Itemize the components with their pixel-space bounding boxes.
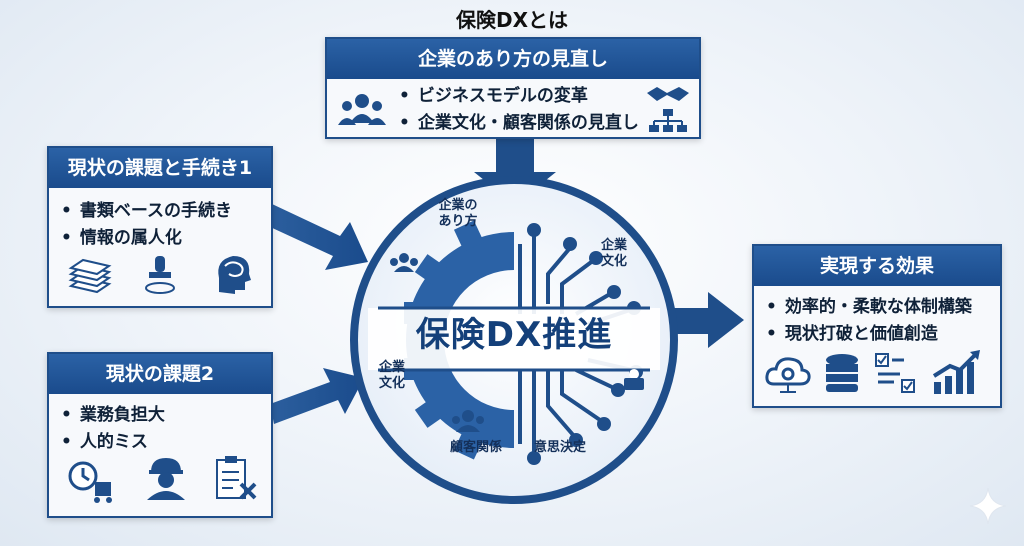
- page-title: 保険DXとは: [455, 8, 569, 32]
- center-title: 保険DX推進: [415, 315, 613, 355]
- checklist-error-icon: [216, 456, 257, 500]
- ring-label-bottom-left: 顧客関係: [449, 440, 502, 455]
- top-box-item: 企業文化・顧客関係の見直し: [399, 110, 639, 137]
- left-box-2: 現状の課題2 業務負担大 人的ミス: [47, 352, 273, 518]
- ring-label-bottom-right: 意思決定: [533, 440, 586, 455]
- right-box: 実現する効果 効率的・柔軟な体制構築 現状打破と価値創造: [752, 244, 1002, 408]
- clock-workload-icon: [68, 461, 112, 503]
- ring-customer-icon: [452, 410, 484, 432]
- left-box-1-item: 書類ベースの手続き: [61, 198, 232, 225]
- ring-people-icon: [390, 253, 418, 272]
- right-box-item: 現状打破と価値創造: [766, 321, 972, 348]
- people-group-icon: [338, 94, 386, 125]
- workflow-icon: [875, 353, 915, 393]
- org-chart-icon: [649, 109, 687, 132]
- left-box-1: 現状の課題と手続き1 書類ベースの手続き 情報の属人化: [47, 146, 273, 308]
- left-box-2-item: 業務負担大: [61, 402, 165, 429]
- stamp-icon: [145, 256, 175, 294]
- database-icon: [826, 354, 858, 392]
- left-box-2-title: 現状の課題2: [49, 354, 271, 394]
- top-box: 企業のあり方の見直し ビジネスモデルの変革 企業文化・顧客関係の見直し: [325, 37, 701, 139]
- sparkle-icon: [969, 487, 1007, 525]
- stressed-worker-icon: [147, 458, 185, 500]
- right-box-item: 効率的・柔軟な体制構築: [766, 294, 972, 321]
- left-box-1-title: 現状の課題と手続き1: [49, 148, 271, 188]
- cloud-gear-icon: [765, 357, 811, 393]
- top-box-item: ビジネスモデルの変革: [399, 83, 639, 110]
- left-box-2-item: 人的ミス: [61, 429, 165, 456]
- arrow-right: [672, 292, 744, 348]
- ring-label-top-right: 企業 文化: [600, 238, 627, 269]
- arrow-left-lower: [270, 368, 364, 424]
- ring-label-top-left: 企業の あり方: [438, 198, 478, 229]
- ring-decision-icon: [624, 369, 644, 390]
- brain-head-icon: [218, 256, 251, 294]
- ring-label-mid-left: 企業 文化: [378, 360, 405, 391]
- arrow-left-upper: [268, 204, 368, 270]
- left-box-1-item: 情報の属人化: [61, 225, 232, 252]
- center-gear-circuit: [350, 176, 678, 504]
- handshake-icon: [647, 87, 689, 101]
- document-stack-icon: [68, 258, 112, 294]
- growth-chart-icon: [932, 350, 980, 394]
- top-box-title: 企業のあり方の見直し: [327, 39, 699, 79]
- right-box-title: 実現する効果: [754, 246, 1000, 286]
